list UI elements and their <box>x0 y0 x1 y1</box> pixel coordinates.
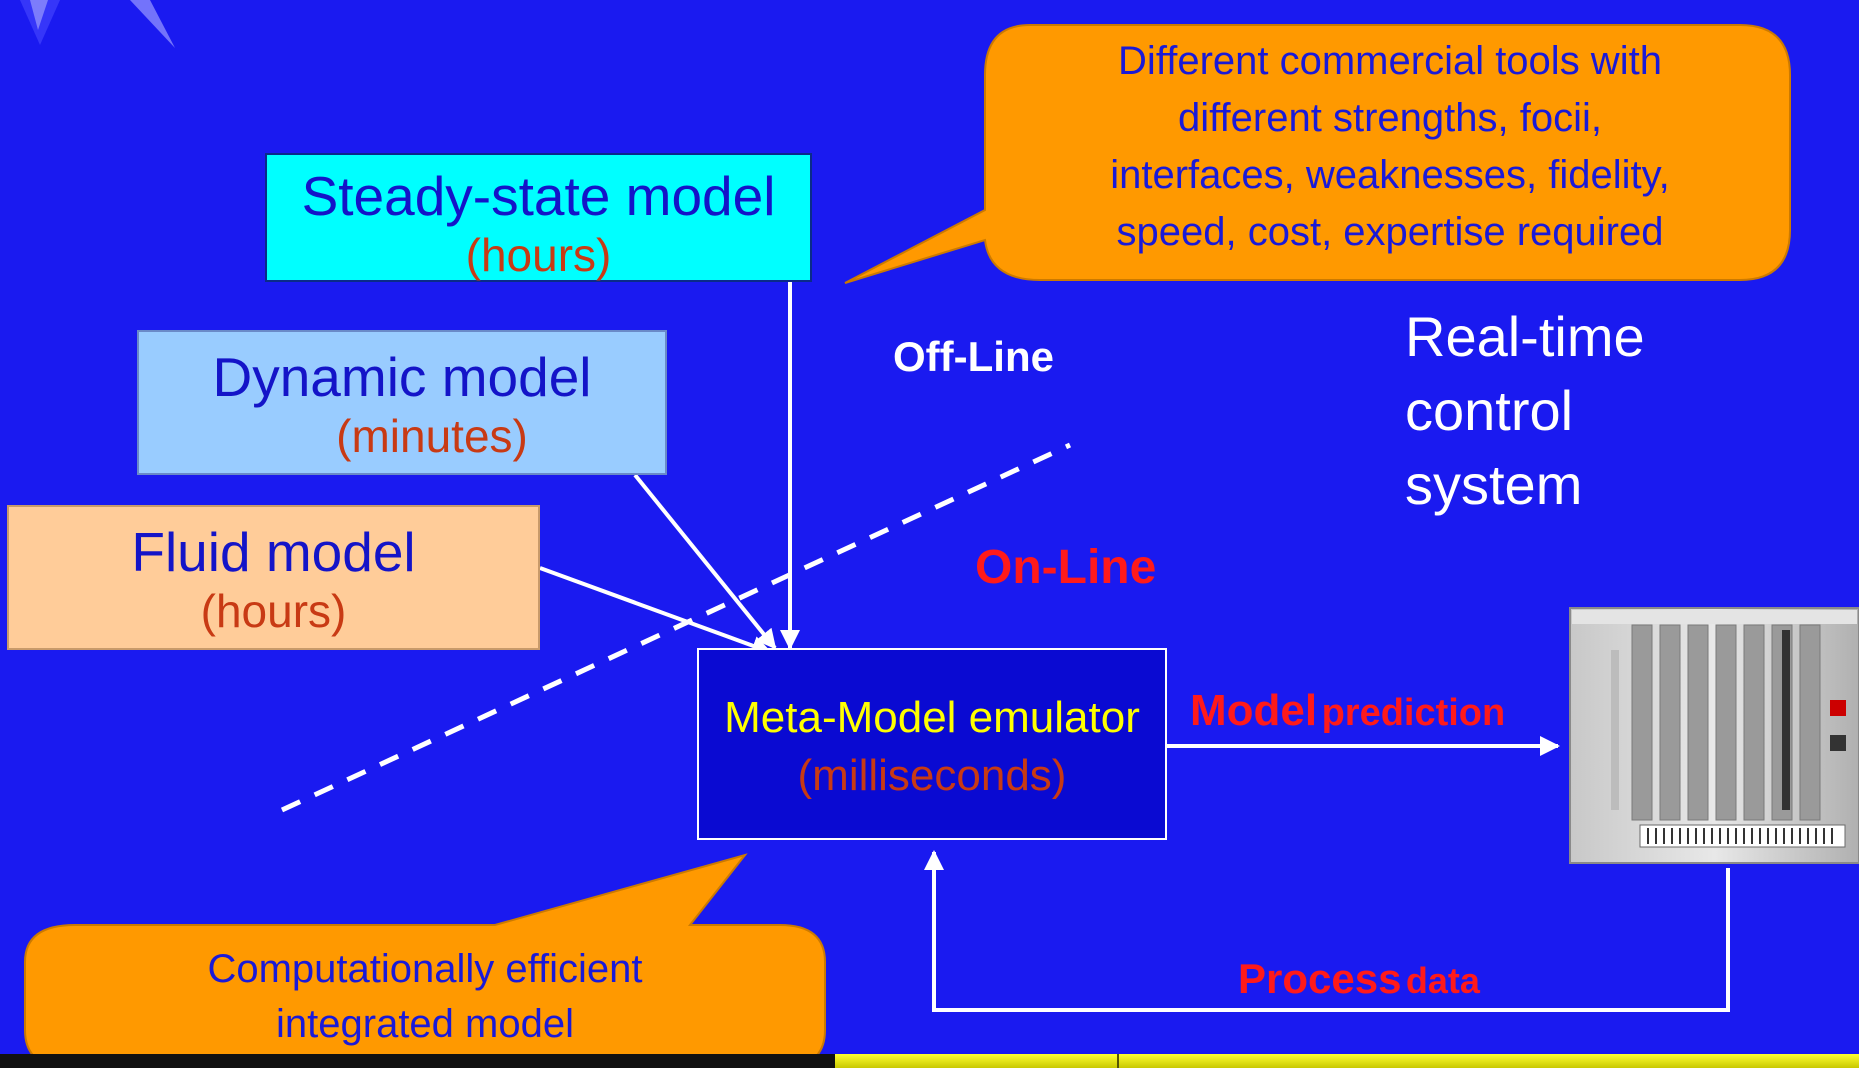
footer-bar <box>0 1054 1859 1068</box>
model-prediction-rest: prediction <box>1321 692 1506 734</box>
process-data-label: Process data <box>1238 955 1480 1003</box>
real-time-line: control <box>1405 379 1574 442</box>
dynamic-to-meta-arrow <box>633 473 777 650</box>
steady-state-model-time: (hours) <box>465 229 612 282</box>
integrated-callout-line: Computationally efficient <box>207 947 643 991</box>
model-prediction-word: Model <box>1190 686 1318 735</box>
tools-callout-line: speed, cost, expertise required <box>1116 210 1664 254</box>
integrated-callout-text: Computationally efficient integrated mod… <box>40 942 810 1052</box>
fluid-to-meta-arrow <box>539 566 772 656</box>
process-data-rest: data <box>1405 960 1480 1001</box>
model-prediction-label: Model prediction <box>1190 686 1505 736</box>
tools-callout-line: different strengths, focii, <box>1178 96 1602 140</box>
process-data-word: Process <box>1238 955 1402 1002</box>
star-logo-icon <box>20 0 175 48</box>
integrated-callout-line: integrated model <box>276 1002 574 1046</box>
fluid-model-time: (hours) <box>200 585 347 638</box>
tools-callout-line: Different commercial tools with <box>1118 39 1662 83</box>
real-time-control-system-label: Real-time control system <box>1405 300 1645 522</box>
dynamic-model-box: Dynamic model (minutes) <box>137 330 667 475</box>
off-line-label: Off-Line <box>893 333 1054 380</box>
meta-model-emulator-box: Meta-Model emulator (milliseconds) <box>697 648 1167 840</box>
tools-callout-line: interfaces, weaknesses, fidelity, <box>1110 153 1670 197</box>
dynamic-model-time: (minutes) <box>336 410 528 463</box>
steady-state-model-box: Steady-state model (hours) <box>265 153 812 282</box>
real-time-line: system <box>1405 453 1583 516</box>
meta-model-emulator-title: Meta-Model emulator <box>724 693 1140 742</box>
meta-model-emulator-time: (milliseconds) <box>797 750 1067 800</box>
steady-state-model-title: Steady-state model <box>301 165 776 227</box>
fluid-model-box: Fluid model (hours) <box>7 505 540 650</box>
on-line-label: On-Line <box>975 541 1157 594</box>
fluid-model-title: Fluid model <box>131 521 416 583</box>
server-rack-icon <box>1569 607 1859 864</box>
dynamic-model-title: Dynamic model <box>212 346 592 408</box>
tools-callout-bubble <box>844 24 1791 284</box>
online-offline-divider <box>280 442 1072 813</box>
real-time-line: Real-time <box>1405 305 1645 368</box>
process-data-arrow <box>924 850 1730 1012</box>
tools-callout-text: Different commercial tools with differen… <box>1000 33 1780 261</box>
